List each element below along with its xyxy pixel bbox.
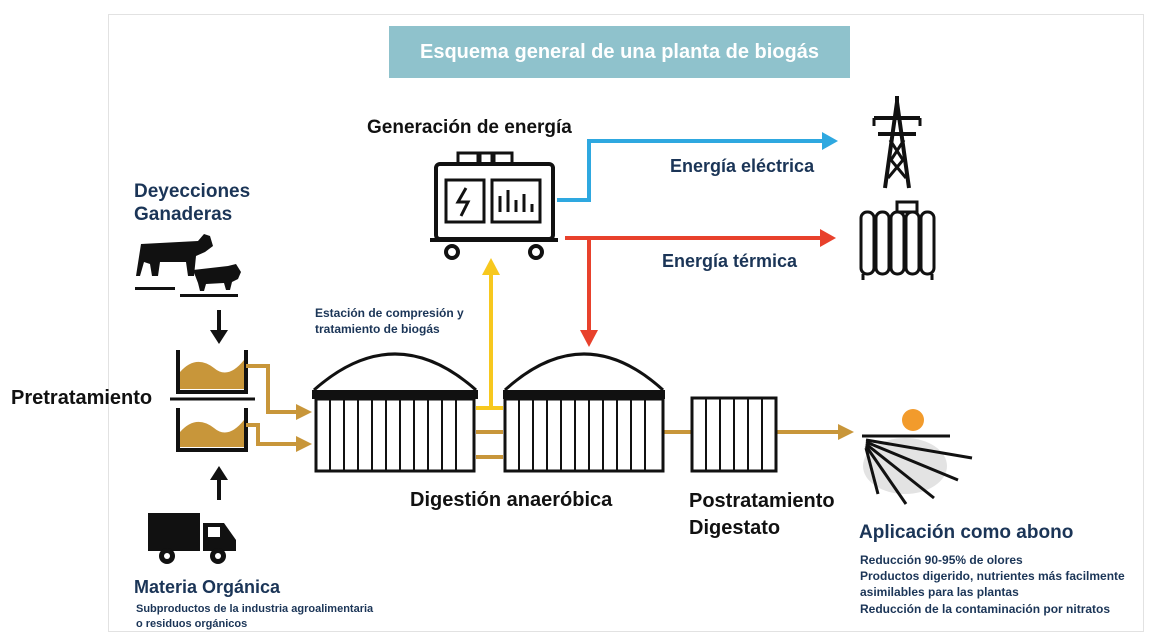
digester-2	[503, 352, 665, 473]
benefit-2: Productos digerido, nutrientes más facil…	[860, 569, 1125, 583]
digestate-arrowhead-icon	[838, 424, 854, 440]
generation-label: Generación de energía	[367, 117, 572, 138]
thermal-arrowhead-icon	[820, 229, 836, 247]
benefit-3: asimilables para las plantas	[860, 585, 1019, 599]
pretreatment-tank-bottom	[176, 408, 248, 452]
generator-icon	[430, 151, 558, 260]
electric-arrowhead-icon	[822, 132, 838, 150]
posttreatment-label-line2: Digestato	[689, 517, 781, 539]
application-label: Aplicación como abono	[859, 522, 1074, 543]
diagram-frame	[108, 14, 1144, 632]
benefit-4: Reducción de la contaminación por nitrat…	[860, 602, 1111, 616]
organic-matter-sub-line1: Subproductos de la industria agroaliment…	[136, 603, 374, 615]
radiator-icon	[859, 200, 936, 280]
pretreatment-tank-top	[176, 350, 248, 394]
page-title: Esquema general de una planta de biogás	[389, 26, 850, 78]
truck-up-arrow	[210, 466, 228, 500]
livestock-label-line1: Deyecciones	[134, 181, 251, 202]
livestock-label-line2: Ganaderas	[134, 204, 233, 225]
organic-matter-sub-line2: o residuos orgánicos	[136, 618, 248, 630]
posttreatment-tank	[690, 396, 778, 473]
livestock-icon	[135, 234, 241, 297]
substrate-arrowhead-top-icon	[296, 404, 312, 420]
benefit-1: Reducción 90-95% de olores	[860, 553, 1023, 567]
digester-1	[312, 352, 478, 473]
biogas-pipe	[476, 272, 503, 410]
electric-energy-arrow	[557, 139, 826, 202]
field-application-icon	[862, 409, 973, 505]
posttreatment-label-line1: Postratamiento	[689, 490, 835, 512]
pretreatment-label: Pretratamiento	[11, 387, 153, 409]
biogas-arrowhead-icon	[482, 258, 500, 275]
organic-matter-label: Materia Orgánica	[134, 577, 281, 597]
truck-icon	[148, 513, 236, 564]
livestock-down-arrow	[210, 310, 228, 344]
compression-label-line2: tratamiento de biogás	[315, 322, 440, 336]
compression-label-line1: Estación de compresión y	[315, 306, 464, 320]
digestion-label: Digestión anaeróbica	[410, 489, 613, 511]
substrate-arrowhead-bottom-icon	[296, 436, 312, 452]
thermal-energy-label: Energía térmica	[662, 251, 798, 271]
electric-energy-label: Energía eléctrica	[670, 156, 815, 176]
thermal-down-arrowhead-icon	[580, 330, 598, 347]
substrate-pipes	[246, 364, 840, 459]
power-tower-icon	[872, 96, 922, 189]
